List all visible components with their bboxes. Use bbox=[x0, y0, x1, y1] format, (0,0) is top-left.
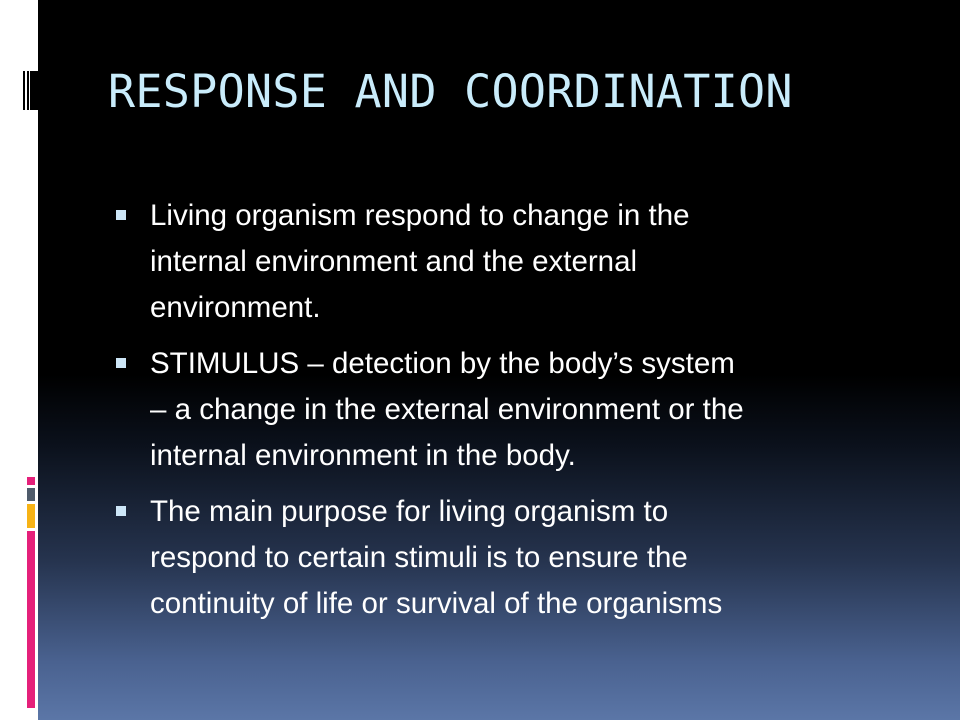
bullet-text: The main purpose for living organism to … bbox=[150, 489, 916, 627]
square-bullet-icon bbox=[116, 358, 126, 368]
bullet-line: – a change in the external environment o… bbox=[150, 393, 744, 426]
bullet-line: The main purpose for living organism to bbox=[150, 495, 669, 528]
bullet-item: The main purpose for living organism to … bbox=[116, 489, 916, 627]
slide-background bbox=[38, 0, 960, 720]
accent-strip-pink-small bbox=[27, 477, 35, 485]
barcode-decoration bbox=[23, 71, 25, 110]
bullet-line: respond to certain stimuli is to ensure … bbox=[150, 541, 688, 574]
barcode-decoration bbox=[30, 71, 38, 110]
bullet-item: Living organism respond to change in the… bbox=[116, 193, 916, 331]
accent-strip-gray bbox=[27, 488, 35, 501]
square-bullet-icon bbox=[116, 506, 126, 516]
bullet-line: environment. bbox=[150, 291, 321, 324]
bullet-line: internal environment in the body. bbox=[150, 439, 576, 472]
barcode-decoration bbox=[27, 71, 29, 110]
bullet-line: internal environment and the external bbox=[150, 245, 638, 278]
bullet-line: Living organism respond to change in the bbox=[150, 199, 690, 232]
square-bullet-icon bbox=[116, 210, 126, 220]
bullet-text: STIMULUS – detection by the body’s syste… bbox=[150, 341, 916, 479]
slide-title: RESPONSE AND COORDINATION bbox=[108, 65, 793, 118]
bullet-line: continuity of life or survival of the or… bbox=[150, 587, 723, 620]
bullet-line: STIMULUS – detection by the body’s syste… bbox=[150, 347, 735, 380]
accent-strip-orange bbox=[27, 504, 35, 528]
bullet-list: Living organism respond to change in the… bbox=[116, 193, 916, 637]
accent-strip-pink-long bbox=[27, 531, 35, 708]
bullet-text: Living organism respond to change in the… bbox=[150, 193, 916, 331]
bullet-item: STIMULUS – detection by the body’s syste… bbox=[116, 341, 916, 479]
